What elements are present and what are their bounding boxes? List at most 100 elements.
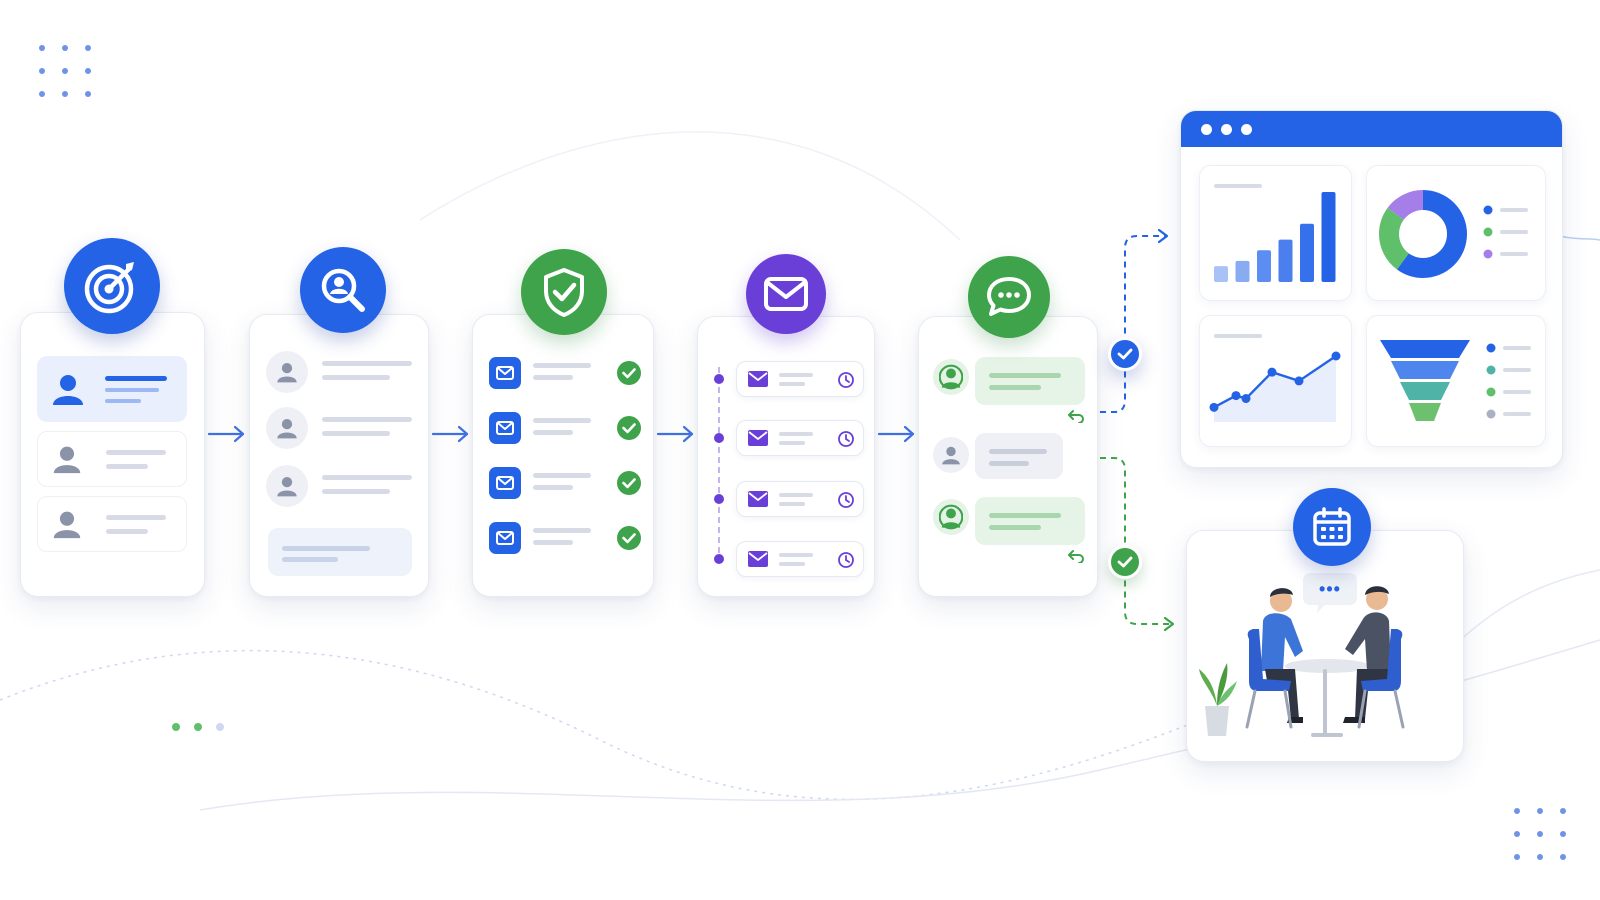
lead-row[interactable] <box>37 431 187 487</box>
person-icon <box>942 446 960 465</box>
search-person-icon <box>321 268 365 312</box>
meeting-card: ••• <box>1186 530 1464 762</box>
verified-email-row[interactable] <box>487 465 643 501</box>
envelope-icon <box>748 551 768 567</box>
timeline-dot <box>714 433 724 443</box>
chat-message-2[interactable] <box>931 433 1091 483</box>
grid-dot <box>39 68 45 74</box>
envelope-icon <box>748 371 768 387</box>
stage-5-badge <box>968 256 1050 338</box>
line-point <box>1241 394 1251 404</box>
bar-chart <box>1214 192 1336 282</box>
lead-row[interactable] <box>37 496 187 552</box>
window-control-dot[interactable] <box>1201 124 1212 135</box>
funnel-level <box>1391 361 1459 379</box>
line-point <box>1209 402 1219 412</box>
envelope-icon <box>748 491 768 507</box>
person-icon <box>277 418 297 439</box>
verified-email-row[interactable] <box>487 355 643 391</box>
scheduled-email-row[interactable] <box>710 418 870 458</box>
verified-email-row[interactable] <box>487 410 643 446</box>
verified-email-row[interactable] <box>487 520 643 556</box>
line-point <box>1231 391 1241 401</box>
person-icon <box>53 511 81 539</box>
chat-message-3[interactable] <box>931 497 1091 567</box>
window-control-dot[interactable] <box>1221 124 1232 135</box>
grid-dot <box>1560 854 1566 860</box>
stage-4-card <box>697 316 875 597</box>
legend-line <box>1503 346 1531 350</box>
check-circle-icon <box>1108 337 1142 371</box>
timeline-line <box>718 367 720 553</box>
legend-line <box>1500 208 1528 212</box>
grid-dot <box>85 45 91 51</box>
legend-line <box>1500 230 1528 234</box>
stage-2-card <box>249 314 429 597</box>
scheduled-email-row[interactable] <box>710 359 870 399</box>
grid-dot <box>62 45 68 51</box>
funnel-level <box>1380 340 1470 358</box>
window-control-dot[interactable] <box>1241 124 1252 135</box>
legend-line <box>1503 368 1531 372</box>
scheduled-email-row[interactable] <box>710 539 870 579</box>
grid-dot <box>39 91 45 97</box>
grid-dot <box>62 91 68 97</box>
envelope-icon <box>748 430 768 446</box>
check-circle-icon <box>617 526 641 550</box>
profile-item[interactable] <box>266 465 416 509</box>
grid-dot <box>85 91 91 97</box>
check-circle-icon <box>617 361 641 385</box>
line-area <box>1214 356 1336 422</box>
dashboard-window <box>1180 110 1563 468</box>
stage-5-card <box>918 316 1098 597</box>
line-point <box>1331 351 1341 361</box>
email-icon <box>489 412 521 444</box>
reply-icon <box>1068 410 1084 423</box>
stage-1-card <box>20 312 205 597</box>
target-icon <box>84 262 134 314</box>
donut-chart <box>1379 190 1528 278</box>
bar <box>1278 239 1293 282</box>
stage-1-badge <box>64 238 160 334</box>
bar <box>1300 223 1314 282</box>
grid-dot <box>85 68 91 74</box>
line-point <box>1294 376 1304 386</box>
window-title-bar <box>1181 111 1562 147</box>
legend-dot <box>1486 365 1496 375</box>
profile-item[interactable] <box>266 351 416 395</box>
grid-dot <box>1514 854 1520 860</box>
line-chart-tile[interactable] <box>1199 315 1352 447</box>
search-result-box[interactable] <box>268 528 412 576</box>
funnel-chart-tile[interactable] <box>1366 315 1546 447</box>
legend-dot <box>1483 249 1493 259</box>
legend-dot <box>1483 227 1493 237</box>
line-chart <box>1209 351 1341 422</box>
check-circle-icon <box>1108 545 1142 579</box>
legend-line <box>1500 252 1528 256</box>
shield-check-icon <box>544 268 584 317</box>
meeting-illustration <box>1199 573 1405 737</box>
person-right <box>1343 586 1405 729</box>
person-icon <box>277 476 297 497</box>
person-left <box>1245 588 1303 729</box>
bar <box>1214 266 1228 282</box>
grid-dot <box>1560 808 1566 814</box>
clock-icon <box>838 431 854 447</box>
scheduled-email-row[interactable] <box>710 479 870 519</box>
email-icon <box>489 357 521 389</box>
profile-item[interactable] <box>266 407 416 451</box>
person-icon <box>277 362 297 383</box>
donut-slice <box>1379 190 1467 278</box>
donut-chart-tile[interactable] <box>1366 165 1546 301</box>
legend-line <box>1503 412 1531 416</box>
bar-chart-tile[interactable] <box>1199 165 1352 301</box>
person-icon <box>53 446 81 474</box>
reply-icon <box>1068 550 1084 563</box>
grid-dot <box>1537 831 1543 837</box>
grid-dot <box>39 45 45 51</box>
legend-dot <box>1483 205 1493 215</box>
chat-message-1[interactable] <box>931 357 1091 427</box>
lead-row-selected[interactable] <box>37 356 187 422</box>
grid-dot <box>1537 808 1543 814</box>
